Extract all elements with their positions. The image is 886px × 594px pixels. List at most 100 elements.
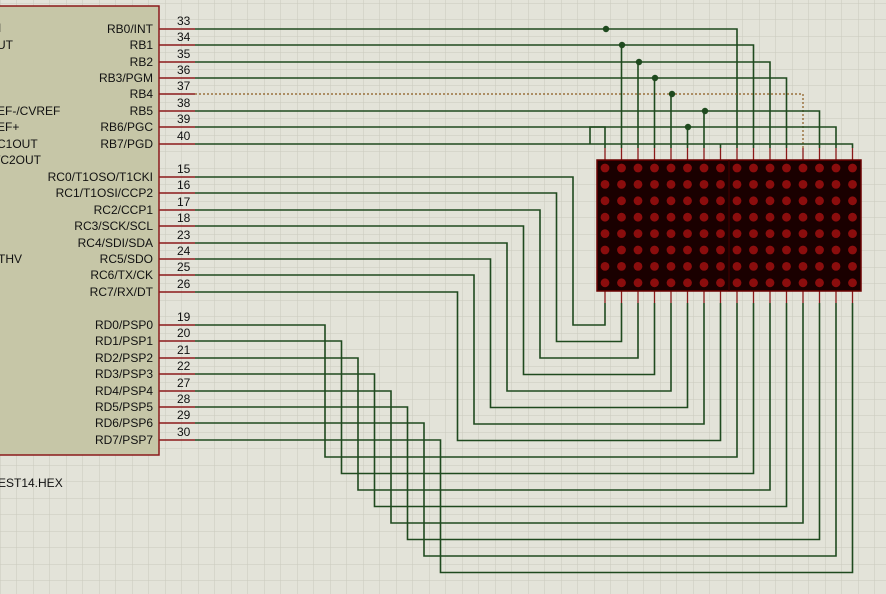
wire-rb0 [195,28,738,148]
wire-rc2 [195,209,639,359]
chip-pin-label-23: RD7/PSP7 [95,433,153,447]
chip-body [0,5,160,456]
led-r6-c2 [633,262,643,271]
led-r5-c0 [600,245,610,255]
led-r3-c2 [633,212,643,222]
chip-pin-label-15: RC7/RX/DT [90,285,154,299]
junction-dot-2 [635,58,643,66]
led-r0-c12 [798,163,808,173]
led-r7-c7 [716,278,725,288]
led-r3-c15 [848,212,857,222]
chip-left-label-5: C1OUT [0,137,38,151]
led-r2-c6 [699,196,709,206]
led-r5-c8 [732,245,742,255]
led-r6-c5 [683,262,692,271]
led-r2-c14 [831,196,841,206]
led-r3-c1 [617,212,626,222]
led-r4-c12 [798,229,808,239]
led-r5-c10 [765,245,775,255]
led-r2-c2 [633,196,643,206]
chip-pin-label-14: RC6/TX/CK [90,268,153,282]
led-matrix[interactable] [596,148,862,303]
led-r2-c9 [749,196,758,206]
led-r6-c13 [815,262,824,271]
led-r4-c11 [782,229,791,239]
led-r2-c5 [683,196,692,206]
wire-rd0 [195,303,738,458]
led-r1-c5 [683,180,692,189]
chip-pin-label-12: RC4/SDI/SDA [78,236,153,250]
led-r7-c5 [683,278,692,288]
wire-rd6 [195,303,837,557]
led-r7-c15 [848,278,857,288]
chip-pin-number-15: 26 [177,277,191,291]
led-r5-c11 [782,245,791,255]
led-r4-c13 [815,229,824,239]
led-r0-c4 [666,163,676,173]
junction-dot-0 [602,25,610,33]
led-r7-c14 [831,278,841,288]
wire-rc1 [195,192,623,343]
led-r4-c6 [699,229,709,239]
led-r6-c3 [650,262,659,271]
led-r0-c2 [633,163,643,173]
led-r5-c14 [831,245,841,255]
chip-pin-number-10: 17 [177,195,191,209]
led-r6-c12 [798,262,808,271]
wire-rd7 [195,303,854,574]
wire-rb3 [195,77,788,148]
chip-pin-number-7: 40 [177,129,191,143]
led-r4-c2 [633,229,643,239]
led-r1-c13 [815,180,824,189]
led-r7-c4 [666,278,676,288]
led-r4-c0 [600,229,610,239]
wire-rc5 [195,258,689,409]
wire-rb1 [195,44,755,148]
led-r2-c7 [716,196,725,206]
led-r3-c0 [600,212,610,222]
led-r1-c7 [716,180,725,189]
led-r5-c9 [749,245,758,255]
wire-rb2 [195,61,771,148]
led-r1-c11 [782,180,791,189]
microcontroller-chip[interactable] [0,5,160,456]
chip-pin-number-18: 21 [177,343,191,357]
led-r6-c14 [831,262,841,271]
led-r0-c14 [831,163,841,173]
led-r1-c2 [633,180,643,189]
wire-rc4 [195,242,672,392]
led-r4-c15 [848,229,857,239]
led-r0-c0 [600,163,610,173]
led-r6-c4 [666,262,676,271]
led-r3-c9 [749,212,758,222]
chip-pin-label-21: RD5/PSP5 [95,400,153,414]
matrix-pin-group [604,148,854,303]
led-r5-c5 [683,245,692,255]
chip-pin-label-0: RB0/INT [107,22,154,36]
chip-pin-label-4: RB4 [130,87,154,101]
led-r6-c1 [617,262,626,271]
led-r6-c7 [716,262,725,271]
led-r3-c5 [683,212,692,222]
junction-dot-3 [651,74,659,82]
led-r7-c1 [617,278,626,288]
chip-left-label-6: /C2OUT [0,153,42,167]
led-r2-c12 [798,196,808,206]
junction-dot-1 [618,41,626,49]
led-r5-c6 [699,245,709,255]
led-r1-c8 [732,180,742,189]
led-r3-c7 [716,212,725,222]
led-r4-c8 [732,229,742,239]
led-r3-c8 [732,212,742,222]
chip-pin-label-10: RC2/CCP1 [94,203,154,217]
chip-pin-number-8: 15 [177,162,191,176]
chip-pin-label-16: RD0/PSP0 [95,318,153,332]
chip-left-label-4: EF+ [0,120,19,134]
junction-group [602,25,709,131]
chip-left-label-7: THV [0,252,22,266]
led-r2-c11 [782,196,791,206]
led-r2-c8 [732,196,742,206]
chip-part-label: EST14.HEX [0,476,63,490]
chip-pin-label-20: RD4/PSP4 [95,384,153,398]
chip-pin-label-8: RC0/T1OSO/T1CKI [48,170,153,184]
